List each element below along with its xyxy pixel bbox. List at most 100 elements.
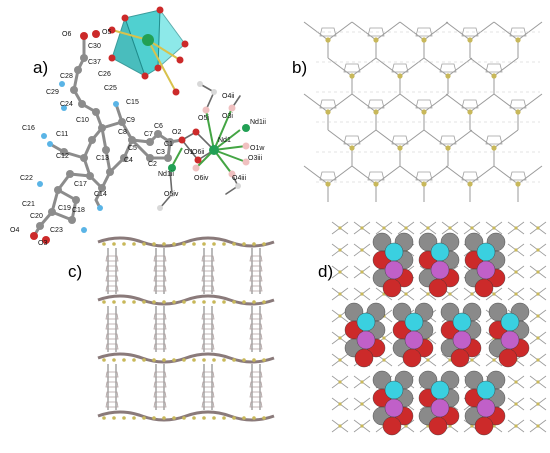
- linker-bond: [375, 165, 401, 185]
- metal-node: [448, 226, 452, 230]
- metal-node: [325, 37, 331, 43]
- spacefill-atom: [498, 348, 518, 368]
- phenyl-ring: [201, 343, 215, 350]
- metal-node: [162, 358, 166, 362]
- metal-node: [232, 242, 236, 246]
- phenyl-ring: [343, 135, 361, 145]
- metal-node: [360, 424, 364, 428]
- svg-text:C21: C21: [22, 201, 35, 208]
- spacefill-atom: [476, 380, 496, 400]
- svg-text:O3: O3: [38, 240, 47, 247]
- svg-text:C11: C11: [56, 131, 68, 138]
- metal-node: [112, 416, 116, 420]
- metal-node: [426, 424, 430, 428]
- linker-bond: [351, 93, 377, 113]
- linker-bond: [399, 129, 425, 149]
- phenyl-ring: [249, 265, 263, 272]
- metal-node: [373, 181, 379, 187]
- svg-text:C9: C9: [126, 117, 135, 124]
- metal-node: [373, 37, 379, 43]
- metal-node: [132, 358, 136, 362]
- linker-bond: [493, 57, 519, 77]
- metal-node: [445, 73, 451, 79]
- phenyl-ring: [105, 371, 119, 378]
- metal-node: [338, 380, 342, 384]
- metal-node: [491, 73, 497, 79]
- metal-node: [426, 292, 430, 296]
- metal-node: [536, 358, 540, 362]
- linker-bond: [399, 93, 425, 113]
- metal-node: [242, 242, 246, 246]
- phenyl-ring: [343, 63, 361, 73]
- spacefill-atom: [452, 330, 472, 350]
- linker-bond: [399, 57, 425, 77]
- spacefill-atom: [404, 330, 424, 350]
- phenyl-ring: [319, 171, 337, 181]
- linker-bond: [469, 93, 495, 113]
- metal-node: [102, 358, 106, 362]
- phenyl-ring: [105, 343, 119, 350]
- phenyl-ring: [201, 381, 215, 388]
- metal-node: [232, 416, 236, 420]
- metal-node: [182, 358, 186, 362]
- phenyl-ring: [153, 391, 167, 398]
- panel-c-label: c): [68, 262, 82, 281]
- phenyl-ring: [415, 171, 433, 181]
- spacefill-atom: [500, 312, 520, 332]
- phenyl-ring: [249, 333, 263, 340]
- linker-bond: [327, 57, 353, 77]
- metal-node: [404, 424, 408, 428]
- spacefill-atom: [474, 416, 494, 436]
- svg-text:C23: C23: [50, 227, 63, 234]
- svg-text:C24: C24: [60, 101, 73, 108]
- metal-node: [212, 242, 216, 246]
- svg-text:O6: O6: [62, 31, 71, 38]
- metal-node: [162, 242, 166, 246]
- metal-node: [448, 358, 452, 362]
- panel-b-lattice: [303, 21, 543, 202]
- spacefill-atom: [500, 330, 520, 350]
- phenyl-ring: [391, 135, 409, 145]
- svg-text:C28: C28: [60, 73, 73, 80]
- linker-bond: [351, 21, 377, 41]
- phenyl-ring: [367, 171, 385, 181]
- metal-node: [515, 37, 521, 43]
- linker-bond: [469, 57, 495, 77]
- metal-node: [404, 292, 408, 296]
- linker-bond: [375, 129, 401, 149]
- metal-node: [142, 416, 146, 420]
- svg-text:C30: C30: [88, 43, 101, 50]
- phenyl-ring: [249, 285, 263, 292]
- metal-node: [515, 181, 521, 187]
- phenyl-ring: [105, 255, 119, 262]
- metal-node: [382, 226, 386, 230]
- metal-node: [252, 358, 256, 362]
- metal-node: [232, 358, 236, 362]
- phenyl-ring: [461, 99, 479, 109]
- metal-node: [536, 380, 540, 384]
- metal-node: [514, 402, 518, 406]
- metal-node: [262, 300, 266, 304]
- phenyl-ring: [153, 343, 167, 350]
- metal-node: [445, 145, 451, 151]
- spacefill-atom: [382, 278, 402, 298]
- metal-node: [142, 358, 146, 362]
- metal-node: [338, 270, 342, 274]
- linker-bond: [303, 165, 329, 185]
- metal-node: [222, 358, 226, 362]
- phenyl-ring: [249, 255, 263, 262]
- svg-text:O5: O5: [102, 29, 111, 36]
- svg-text:C4: C4: [124, 157, 133, 164]
- metal-node: [338, 424, 342, 428]
- metal-node: [172, 242, 176, 246]
- metal-node: [536, 270, 540, 274]
- phenyl-ring: [153, 275, 167, 282]
- metal-node: [112, 242, 116, 246]
- metal-node: [212, 300, 216, 304]
- phenyl-ring: [105, 391, 119, 398]
- phenyl-ring: [509, 99, 527, 109]
- svg-text:O1w: O1w: [250, 145, 265, 152]
- svg-text:C18: C18: [72, 207, 85, 214]
- svg-text:C16: C16: [22, 125, 35, 132]
- linker-bond: [351, 165, 377, 185]
